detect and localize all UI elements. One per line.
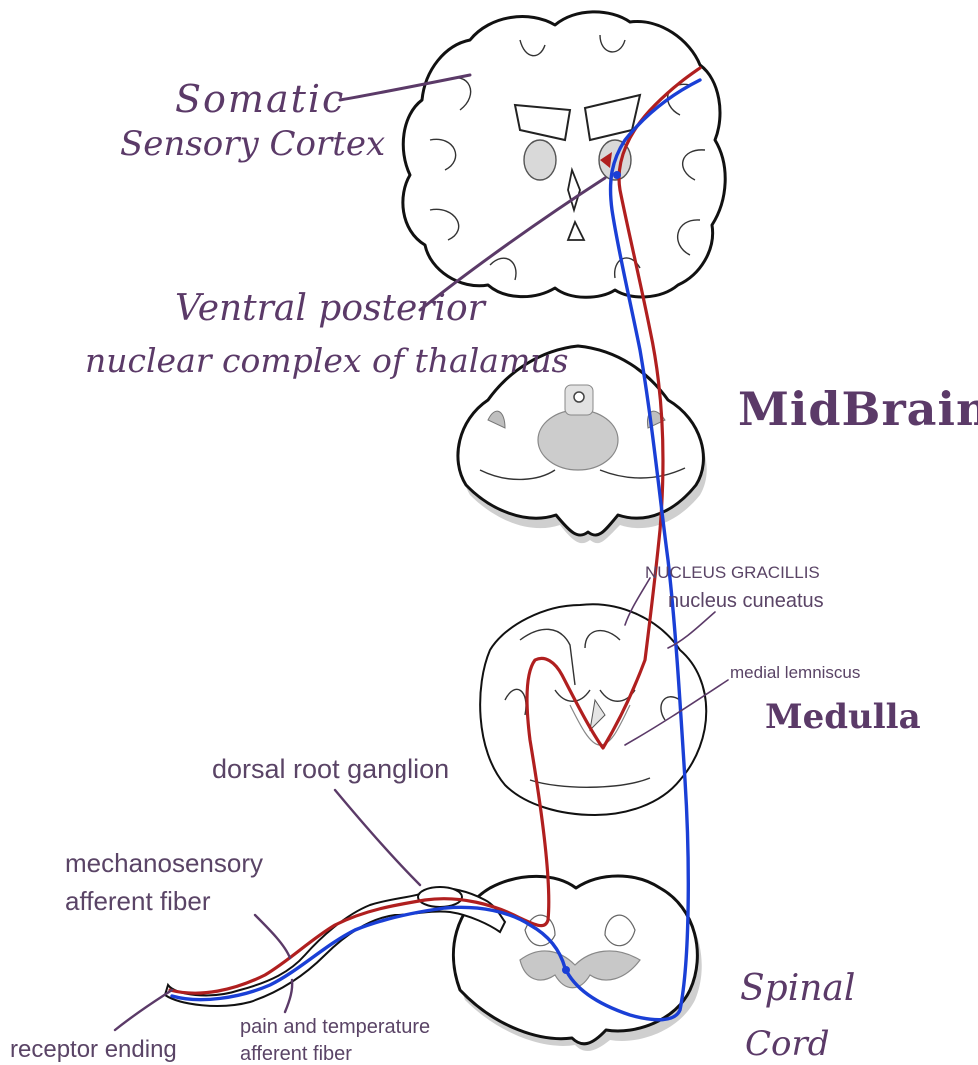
label-thalamus-line1: Ventral posterior [175,288,487,329]
label-somatic: Somatic [175,77,345,121]
label-midbrain: MidBrain [738,382,978,436]
label-cord: Cord [745,1024,830,1064]
label-dorsal-root-ganglion: dorsal root ganglion [212,754,449,784]
dorsal-root-ganglion [418,887,462,907]
label-spinal: Spinal [740,968,855,1009]
label-mechanosensory-line2: afferent fiber [65,886,211,916]
label-medulla: Medulla [765,697,921,737]
label-mechanosensory-line1: mechanosensory [65,848,263,878]
label-medial-lemniscus: medial lemniscus [730,663,860,682]
label-sensory-cortex: Sensory Cortex [120,124,385,164]
spinal-cord-section [453,876,701,1051]
brain-coronal-section [403,12,725,297]
label-nucleus-cuneatus: nucleus cuneatus [668,590,824,612]
label-thalamus-line2: nuclear complex of thalamus [85,341,568,380]
label-pain-temp-line1: pain and temperature [240,1016,430,1038]
label-pain-temp-line2: afferent fiber [240,1043,352,1065]
label-nucleus-gracilis: NUCLEUS GRACILLIS [645,563,820,582]
medulla-section [480,604,706,815]
label-receptor-ending: receptor ending [10,1036,177,1063]
